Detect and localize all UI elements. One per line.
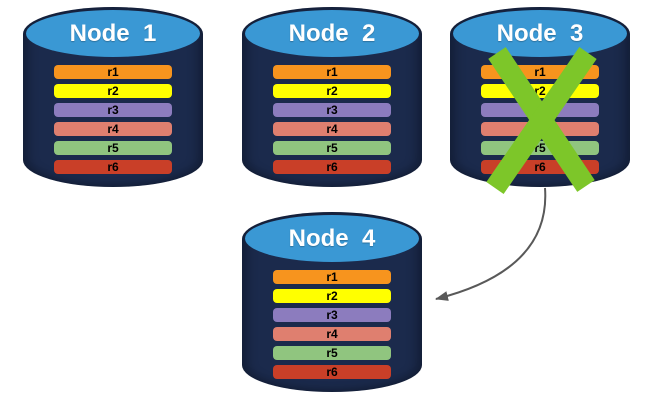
replica-row-label: r2 xyxy=(326,289,338,303)
replica-row-label: r6 xyxy=(326,160,338,174)
replica-row-r5: r5 xyxy=(54,141,172,155)
replica-row-label: r1 xyxy=(326,270,338,284)
replica-row-r6: r6 xyxy=(273,160,391,174)
replica-row-label: r5 xyxy=(326,141,338,155)
replica-row-r3: r3 xyxy=(481,103,599,117)
replica-row-r3: r3 xyxy=(273,308,391,322)
replica-row-r5: r5 xyxy=(481,141,599,155)
replica-row-r4: r4 xyxy=(273,122,391,136)
replica-row-r2: r2 xyxy=(54,84,172,98)
replica-row-r2: r2 xyxy=(273,289,391,303)
replica-row-label: r6 xyxy=(326,365,338,379)
replica-rows: r1 r2 r3 r4 r5 r6 xyxy=(54,65,172,174)
node-1-cylinder: Node 1 r1 r2 r3 r4 r5 r6 xyxy=(23,7,203,187)
replica-row-label: r3 xyxy=(326,103,338,117)
replica-row-label: r4 xyxy=(534,122,546,136)
cylinder-top: Node 2 xyxy=(245,10,419,57)
replica-row-label: r5 xyxy=(534,141,546,155)
replica-row-label: r4 xyxy=(326,122,338,136)
node-2-cylinder: Node 2 r1 r2 r3 r4 r5 r6 xyxy=(242,7,422,187)
failover-arrow xyxy=(435,187,547,301)
replica-row-label: r4 xyxy=(107,122,119,136)
replica-rows: r1 r2 r3 r4 r5 r6 xyxy=(481,65,599,174)
replica-rows: r1 r2 r3 r4 r5 r6 xyxy=(273,270,391,379)
replica-row-r6: r6 xyxy=(273,365,391,379)
replica-row-label: r4 xyxy=(326,327,338,341)
replica-row-r4: r4 xyxy=(54,122,172,136)
replica-row-r5: r5 xyxy=(273,141,391,155)
node-4-cylinder: Node 4 r1 r2 r3 r4 r5 r6 xyxy=(242,212,422,392)
node-title: Node 2 xyxy=(288,19,376,47)
replica-row-r1: r1 xyxy=(273,65,391,79)
replica-row-r4: r4 xyxy=(273,327,391,341)
replica-row-r5: r5 xyxy=(273,346,391,360)
replica-row-r3: r3 xyxy=(54,103,172,117)
replica-row-r4: r4 xyxy=(481,122,599,136)
replica-row-label: r2 xyxy=(534,84,546,98)
replica-row-r1: r1 xyxy=(273,270,391,284)
replica-row-r6: r6 xyxy=(54,160,172,174)
replica-row-label: r5 xyxy=(107,141,119,155)
cylinder-top: Node 3 xyxy=(453,10,627,57)
replica-row-r2: r2 xyxy=(273,84,391,98)
replica-row-r2: r2 xyxy=(481,84,599,98)
replica-row-label: r5 xyxy=(326,346,338,360)
replica-row-r1: r1 xyxy=(481,65,599,79)
replica-row-label: r6 xyxy=(534,160,546,174)
cylinder-top: Node 1 xyxy=(26,10,200,57)
replica-row-label: r6 xyxy=(107,160,119,174)
replica-row-r1: r1 xyxy=(54,65,172,79)
cylinder-top: Node 4 xyxy=(245,215,419,262)
replica-row-label: r1 xyxy=(107,65,119,79)
replica-rows: r1 r2 r3 r4 r5 r6 xyxy=(273,65,391,174)
replica-row-label: r2 xyxy=(107,84,119,98)
replica-row-label: r2 xyxy=(326,84,338,98)
replica-row-label: r1 xyxy=(534,65,546,79)
node-title: Node 4 xyxy=(288,224,376,252)
replica-row-label: r3 xyxy=(534,103,546,117)
node-title: Node 1 xyxy=(69,19,157,47)
replica-row-label: r1 xyxy=(326,65,338,79)
replica-row-r3: r3 xyxy=(273,103,391,117)
replica-row-r6: r6 xyxy=(481,160,599,174)
replica-row-label: r3 xyxy=(107,103,119,117)
node-3-cylinder: Node 3 r1 r2 r3 r4 r5 r6 xyxy=(450,7,630,187)
replica-row-label: r3 xyxy=(326,308,338,322)
node-title: Node 3 xyxy=(496,19,584,47)
